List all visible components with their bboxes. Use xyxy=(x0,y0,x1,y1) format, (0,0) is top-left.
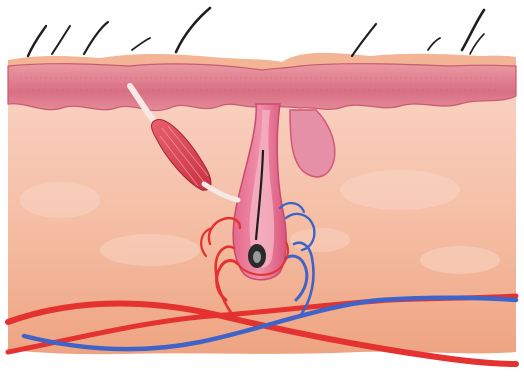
dermal-papilla xyxy=(253,251,261,263)
surface-hairs xyxy=(28,8,484,56)
